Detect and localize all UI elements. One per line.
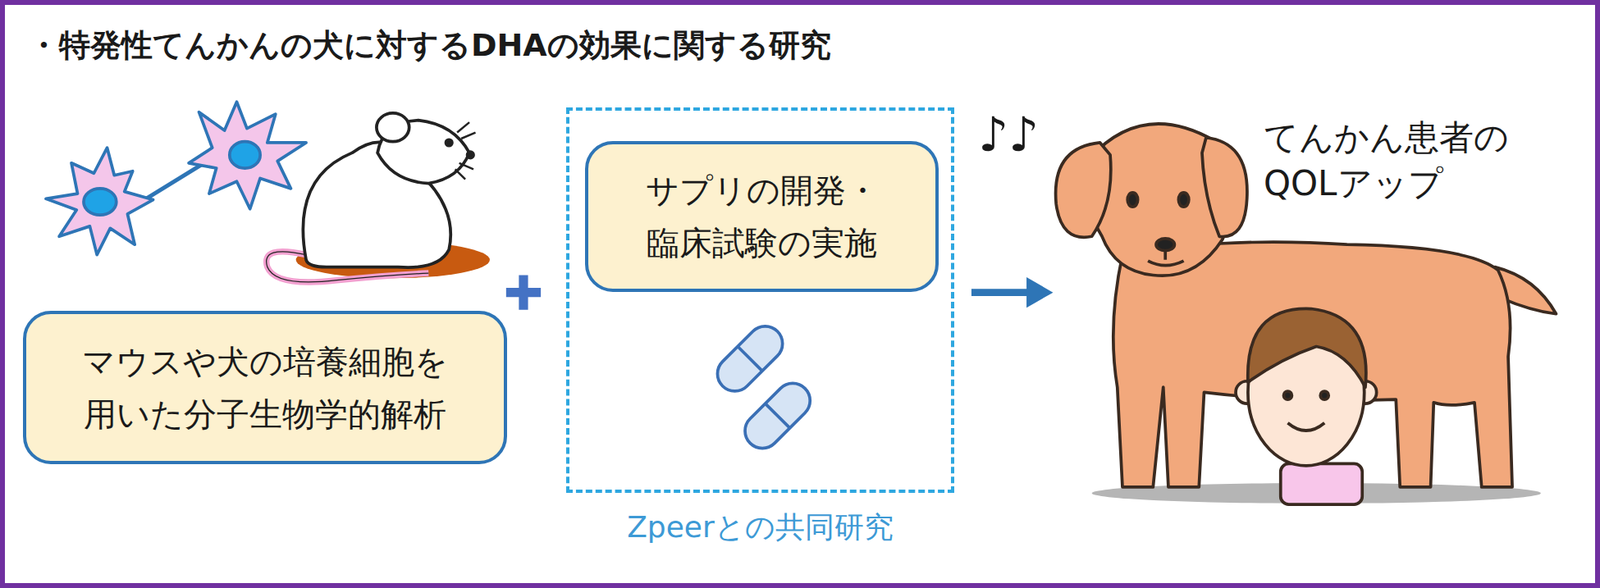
diagram-title: ・特発性てんかんの犬に対するDHAの効果に関する研究 (27, 24, 832, 67)
box-text: マウスや犬の培養細胞を 用いた分子生物学的解析 (77, 335, 453, 441)
box-text: サプリの開発・ 臨床試験の実施 (637, 164, 887, 270)
plus-sign (506, 275, 541, 311)
outcome-label: てんかん患者の QOLアップ (1263, 114, 1543, 207)
child (1235, 308, 1377, 505)
pills (710, 319, 818, 456)
group-dashed-box: Zpeerとの共同研究サプリの開発・ 臨床試験の実施 (566, 107, 955, 494)
neuron-cells (45, 101, 307, 255)
music-notes: ♪♪ (978, 106, 1039, 163)
process-box: マウスや犬の培養細胞を 用いた分子生物学的解析 (22, 310, 508, 465)
result-arrow (971, 277, 1053, 308)
process-box: サプリの開発・ 臨床試験の実施 (585, 141, 939, 293)
group-heading: Zpeerとの共同研究 (569, 507, 951, 549)
mouse (266, 113, 490, 283)
